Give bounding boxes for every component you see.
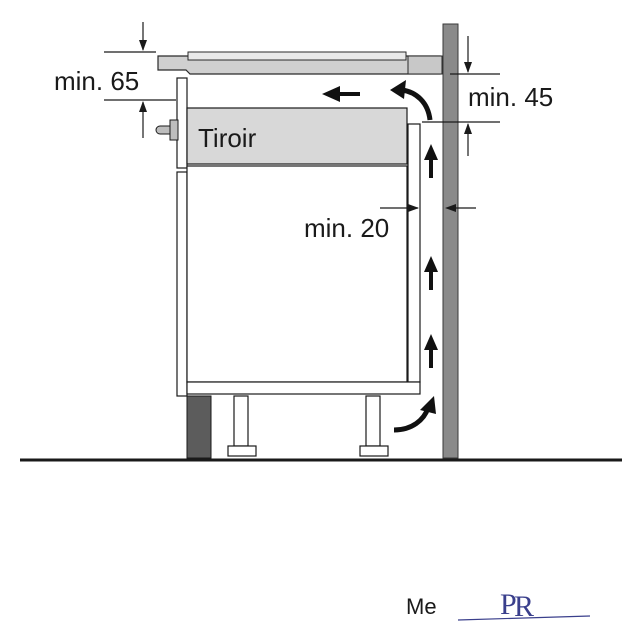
foot-left-base <box>227 445 257 457</box>
arrow-up-icon <box>424 334 438 368</box>
arrow-up-icon <box>424 144 438 178</box>
plinth <box>186 395 212 459</box>
logo-mark-icon: P R <box>457 588 591 623</box>
cabinet-back-panel <box>407 123 421 383</box>
foot-right <box>365 395 381 447</box>
min-top-label: min. 65 <box>54 66 139 96</box>
cabinet-body <box>186 165 408 383</box>
wall <box>442 23 459 459</box>
foot-left <box>233 395 249 447</box>
drawer-label: Tiroir <box>198 123 257 153</box>
curved-arrow-bottom-icon <box>393 396 436 433</box>
airflow-arrows <box>322 86 438 368</box>
cabinet-bottom <box>186 381 421 395</box>
drawer-handle-neck <box>169 119 179 141</box>
arrow-up-icon <box>424 256 438 290</box>
svg-text:P: P <box>500 588 517 621</box>
svg-text:R: R <box>514 590 534 623</box>
logo-text: Me <box>406 594 437 619</box>
min-gap-label: min. 20 <box>304 213 389 243</box>
min-right-label: min. 45 <box>468 82 553 112</box>
curved-arrow-top-icon <box>390 80 433 121</box>
drawer <box>186 107 408 165</box>
cabinet-side <box>176 171 188 397</box>
cooktop <box>187 51 407 61</box>
arrow-left-icon <box>322 86 360 102</box>
worktop-edge-right <box>407 55 443 75</box>
dimension-right <box>422 36 500 156</box>
foot-right-base <box>359 445 389 457</box>
